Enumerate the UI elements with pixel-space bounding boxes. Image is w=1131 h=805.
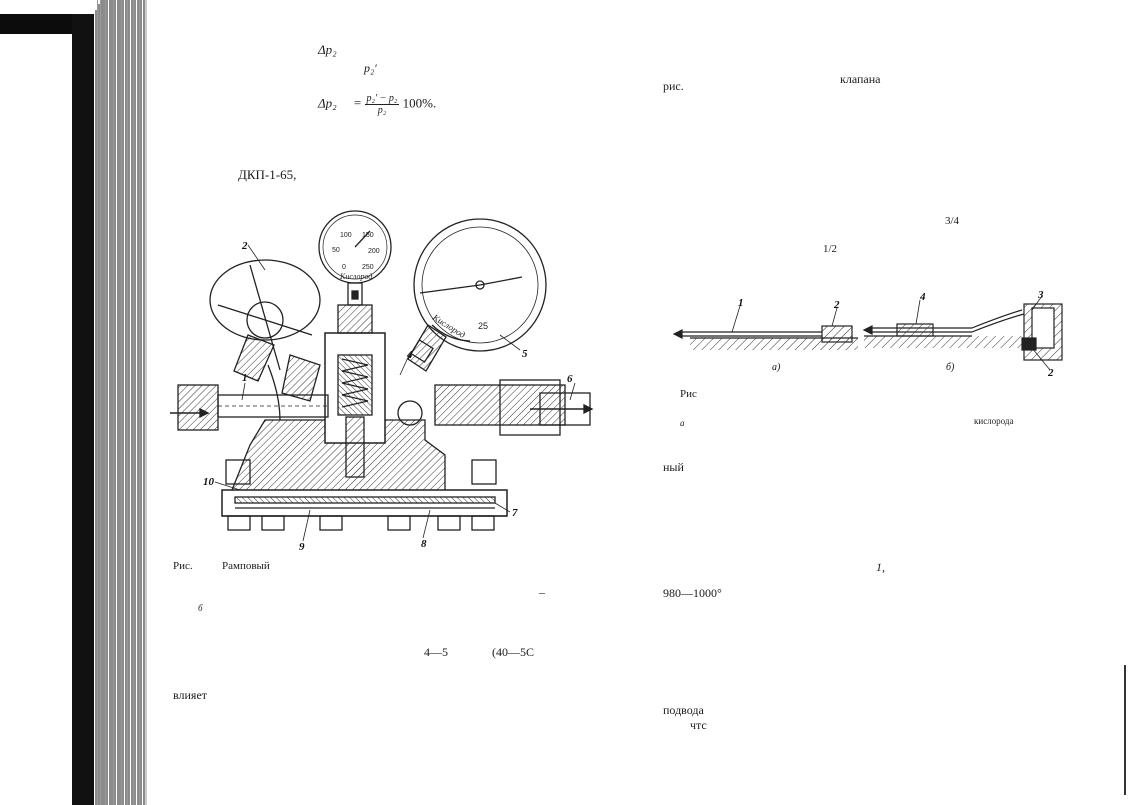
chto-word: чтс: [690, 718, 707, 732]
scan-edge-artifact: [1124, 665, 1126, 795]
part-label-6: 6: [567, 373, 573, 385]
oxygen-word: кислорода: [974, 416, 1014, 426]
large-gauge-face: [413, 218, 547, 352]
fraction-three-quarter: 3/4: [945, 215, 960, 227]
fraction-half: 1/2: [823, 243, 838, 255]
large-gauge-mark: 25: [478, 321, 488, 331]
tube-label-2: 2: [833, 299, 840, 311]
left-note-small: б: [198, 603, 203, 613]
part-label-10: 10: [203, 476, 215, 488]
gauge-tick-0: 0: [342, 264, 346, 271]
part-label-5: 5: [522, 348, 528, 360]
formula-2-eq: =: [353, 95, 362, 111]
right-figure-caption-prefix: Рис: [680, 388, 697, 400]
part-label-9: 9: [299, 541, 305, 550]
model-name: ДКП-1-65,: [238, 167, 297, 182]
tube-label-1: 1: [738, 297, 744, 309]
gauge-tick-200: 200: [368, 248, 380, 255]
formula-2-tail: 100%.: [402, 95, 437, 111]
book-spine-binding: [0, 0, 150, 805]
formula-2-numerator: p₂′ − p₂: [364, 93, 400, 105]
left-figure-caption-prefix: Рис.: [173, 560, 193, 572]
left-figure-caption-text: Рамповый: [222, 560, 270, 572]
item-one: 1,: [876, 560, 885, 574]
right-ris-ref: рис.: [663, 79, 684, 93]
formula-1-lhs: Δp₂: [318, 42, 337, 57]
part-label-2: 2: [241, 240, 248, 252]
temp-range: 980—1000°: [663, 586, 722, 600]
part-label-7: 7: [512, 507, 518, 519]
part-label-4: 4: [406, 349, 413, 361]
part-label-1: 1: [242, 372, 248, 384]
right-caption-a: а: [680, 418, 685, 428]
formula-1-sub: p₂′: [364, 61, 377, 75]
valve-word: клапана: [840, 72, 881, 86]
gauge-tick-250: 250: [362, 264, 374, 271]
formula-2-denominator: p₂: [377, 105, 387, 116]
formula-2: Δp₂ = p₂′ − p₂ p₂ 100%.: [318, 93, 436, 116]
formula-2-fraction: p₂′ − p₂ p₂: [364, 93, 400, 116]
left-note-dash: –: [539, 585, 545, 599]
gauge-tick-100: 100: [340, 232, 352, 239]
part-label-8: 8: [421, 538, 427, 550]
tube-label-3: 3: [1037, 289, 1044, 301]
gauge-tick-150: 150: [362, 232, 374, 239]
tube-drawing: 1 2 4 3 2 а) б): [672, 289, 1063, 378]
subfigure-b-label: б): [946, 362, 955, 373]
tube-label-4: 4: [919, 291, 926, 303]
range-b: (40—5С: [492, 645, 534, 659]
range-a: 4—5: [424, 645, 448, 659]
small-gauge-label: Кислород: [339, 272, 372, 281]
formula-2-lhs: Δp₂: [318, 95, 337, 111]
regulator-drawing: 100 150 50 200 0 250 Кислород 25 Кислоро…: [170, 210, 594, 550]
gauge-tick-50: 50: [332, 247, 340, 254]
nyi-word: ный: [663, 460, 684, 474]
tube-label-2b: 2: [1047, 367, 1054, 378]
subfigure-a-label: а): [772, 362, 781, 373]
supply-word: подвода: [663, 703, 704, 717]
word-vliyaet: влияет: [173, 688, 208, 702]
